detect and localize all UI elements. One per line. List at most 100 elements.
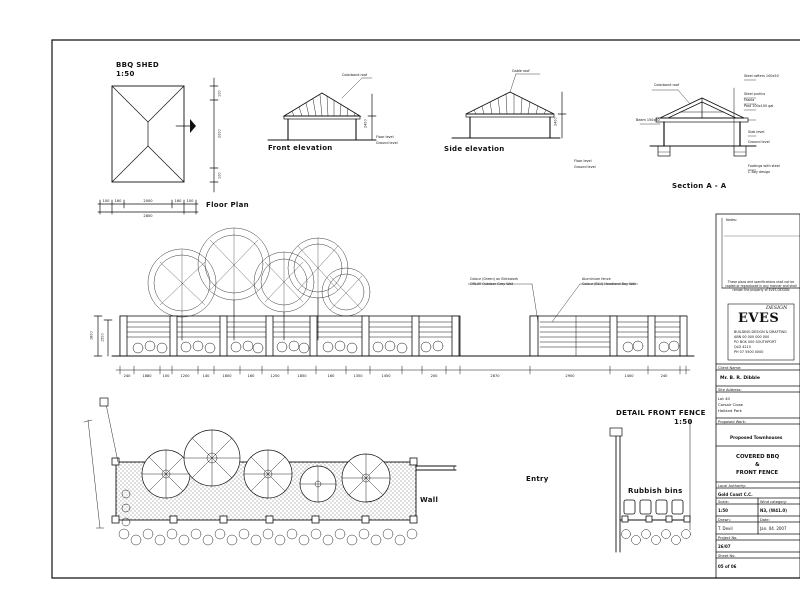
site-plan	[83, 397, 457, 546]
fence-dim: 1350	[353, 374, 363, 378]
fence-slats-left	[125, 321, 457, 338]
shed-dim-overall: 2800	[143, 214, 153, 218]
drawn-label: Drawn:	[718, 517, 731, 522]
sheet-label: Sheet No.	[718, 553, 736, 558]
fence-dim: 100	[162, 374, 170, 378]
front-height-dim: 2400	[363, 119, 368, 129]
notes-label: Notes:	[726, 218, 737, 222]
drawing-title-1: COVERED BBQ	[736, 454, 780, 460]
front-elevation-label: Front elevation	[268, 144, 333, 152]
fence-dim: 240	[123, 374, 131, 378]
section-note-10: C Bay design	[748, 170, 771, 174]
shed-dim-2: 160	[114, 199, 122, 203]
shed-scale: 1:50	[116, 70, 135, 78]
firm-line-4: QLD 4215	[734, 345, 751, 349]
section-note-3: Steel purlins	[744, 92, 766, 96]
project-value: 26/07	[718, 544, 731, 549]
fence-dim: 2870	[490, 374, 500, 378]
date-label: Date:	[760, 517, 770, 522]
fence-callout-right-2: Colour (BLU) Headland Bay Wall	[582, 282, 637, 286]
fence-dim: 140	[202, 374, 210, 378]
site-line-3: Holland Park	[718, 408, 742, 413]
firm-logo-sub: DESIGN	[766, 305, 788, 311]
bin-pads	[623, 499, 684, 515]
scale-value: 1:50	[718, 508, 728, 513]
front-ground-note: Ground level	[376, 141, 398, 145]
firm-line-5: PH 07 5500 0000	[734, 350, 764, 354]
tree-canopies	[147, 227, 371, 341]
fence-height-dim-1: 1800	[89, 331, 94, 341]
tree-plan-petals	[141, 429, 391, 503]
shed-floor-plan	[97, 77, 219, 215]
authority-label: Local Authority:	[718, 483, 747, 488]
shed-side-dim-3: 100	[217, 172, 222, 179]
fence-dim: 160	[327, 374, 335, 378]
site-line-1: Lot 40	[718, 396, 730, 401]
client-label: Client Name:	[718, 365, 742, 370]
project-label: Project No.	[718, 535, 738, 540]
proposed-value: Proposed Townhouses	[730, 435, 783, 440]
section-a-a	[639, 79, 757, 171]
fence-gate	[539, 315, 611, 357]
section-note-6: Beam 150x50	[636, 118, 660, 122]
front-roof-note: Colorbond roof	[342, 73, 368, 77]
authority-value: Gold Coast C.C.	[718, 492, 753, 497]
detail-fence-scale: 1:50	[674, 418, 693, 426]
fence-callout-left-2: ORLAY Outdoor Grey Wall	[470, 282, 514, 286]
shrubs-left	[132, 340, 444, 354]
side-height-dim: 2400	[553, 117, 558, 127]
side-ground-note: Ground level	[574, 165, 596, 169]
drawing-title-3: FRONT FENCE	[736, 470, 778, 476]
firm-logo: EVES	[738, 311, 780, 326]
front-elevation	[267, 77, 377, 141]
wind-value: N3, (W41.0)	[760, 508, 787, 513]
fence-dim: 1400	[624, 374, 634, 378]
fence-callout-left: Colour (Green) on Brickwork	[470, 277, 519, 281]
fence-dim: 200	[430, 374, 438, 378]
firm-line-3: PO BOX 000 SOUTHPORT	[734, 340, 777, 344]
drawn-value: T. Devil	[718, 526, 733, 531]
side-elevation	[451, 73, 567, 139]
sheet-border	[51, 39, 800, 579]
fence-dim: 1250	[270, 374, 280, 378]
shed-title: BBQ SHED	[116, 61, 159, 69]
shed-side-dim-1: 100	[217, 90, 222, 97]
section-note-5: Post 100x100 gal	[744, 104, 774, 108]
fence-dim: 1800	[222, 374, 232, 378]
shed-dim-1: 100	[102, 199, 110, 203]
shrub-row	[118, 489, 418, 546]
fence-height-dim-2: 1500	[100, 333, 105, 343]
wall-label: Wall	[420, 496, 439, 504]
side-floor-note: Floor level	[574, 159, 592, 163]
section-note-4: Fascia	[744, 98, 755, 102]
fence-piers-left	[119, 315, 460, 357]
shed-side-dim-2: 2000	[217, 129, 222, 139]
wall-posts	[111, 457, 418, 524]
rubbish-bins-label: Rubbish bins	[628, 487, 683, 495]
scale-label: Scale:	[718, 499, 729, 504]
section-note-9: Footings with steel	[748, 164, 780, 168]
sheet-value: 05 of 06	[718, 564, 737, 569]
fence-dimension-line	[115, 365, 691, 375]
date-value: Jan. 04. 2007	[760, 526, 787, 531]
shrubs-right	[622, 340, 680, 353]
proposed-label: Proposed Work:	[718, 419, 746, 424]
site-line-2: Corsair Close	[718, 402, 744, 407]
section-label: Section A - A	[672, 182, 727, 190]
fence-dim: 2900	[565, 374, 575, 378]
fence-dim: 160	[247, 374, 255, 378]
copyright-note: These plans and specifications shall not…	[725, 280, 797, 292]
shed-dim-3: 2000	[143, 199, 153, 203]
side-roof-note: Gable roof	[512, 69, 530, 73]
section-note-1: Colorbond roof	[654, 83, 680, 87]
entry-label: Entry	[526, 475, 549, 483]
detail-front-fence	[609, 419, 691, 553]
front-floor-note: Floor level	[376, 135, 394, 139]
fence-dim: 1850	[297, 374, 307, 378]
detail-fence-title: DETAIL FRONT FENCE	[616, 409, 706, 417]
fence-right	[529, 315, 688, 357]
site-label: Site Address:	[718, 387, 742, 392]
section-note-8: Ground level	[748, 140, 770, 144]
